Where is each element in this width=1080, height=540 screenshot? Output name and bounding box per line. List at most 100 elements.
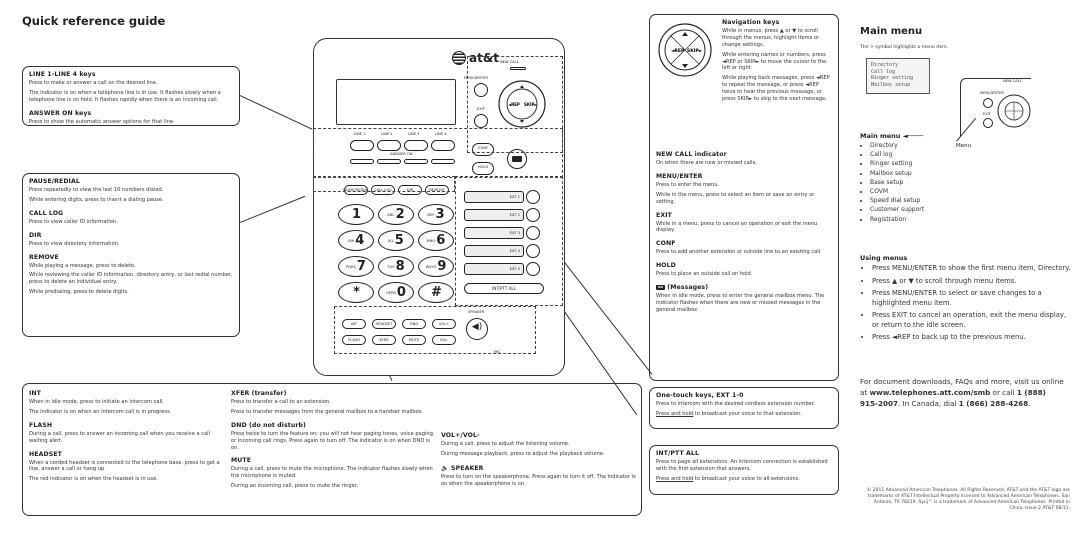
svg-text:◄REP: ◄REP: [671, 48, 685, 54]
hold-heading: HOLD: [656, 262, 676, 270]
int-ptt-label: INT/PTT ALL: [492, 286, 516, 291]
ext-1-button[interactable]: [526, 190, 540, 204]
ext-5-label-strip: EXT 5: [464, 263, 524, 275]
main-menu-item: Ringer setting: [870, 160, 1040, 167]
flash-heading: FLASH: [29, 421, 53, 429]
line-keys-text: Press to make or answer a call on the de…: [29, 80, 158, 86]
keypad-letters: ABC: [387, 212, 395, 217]
new-call-label: NEW CALL: [500, 60, 519, 64]
ext-4-button[interactable]: [526, 244, 540, 258]
answer-on-button[interactable]: [404, 159, 428, 164]
remove-button[interactable]: REMOVE: [425, 185, 449, 195]
answer-on-heading: ANSWER ON keys: [29, 109, 92, 117]
pause-redial-label: PAUSE/REDIAL: [343, 188, 369, 192]
menu-lcd-line: Mailbox setup: [871, 81, 911, 88]
int-ptt-heading: INT/PTT ALL: [656, 450, 700, 457]
hold-label: HOLD: [477, 165, 489, 169]
ext-2-label: EXT 2: [509, 213, 520, 217]
speaker-icon: ◀): [471, 322, 483, 332]
flash-text: During a call, press to answer an incomi…: [29, 430, 210, 444]
call-log-button[interactable]: CALL LOG: [371, 185, 395, 195]
main-menu-item: Directory: [870, 142, 1040, 149]
headset-text: When a corded headset is connected to th…: [29, 459, 220, 473]
volume-heading: VOL+/VOL-: [441, 432, 480, 439]
hold-button[interactable]: HOLD: [472, 162, 494, 175]
keypad-digit: 0: [396, 285, 406, 300]
ext-5-button[interactable]: [526, 262, 540, 276]
mini-menu-enter-label: MENU/ENTER: [980, 91, 1004, 95]
mute-button[interactable]: MUTE: [402, 335, 426, 345]
att-globe-icon: [452, 51, 466, 65]
dir-heading: DIR: [29, 231, 42, 239]
att-logo: at&t: [452, 51, 499, 65]
mini-exit-label: EXIT: [983, 112, 991, 116]
keypad-key-1[interactable]: 1: [338, 204, 374, 225]
keypad-letters: MNO: [426, 238, 436, 243]
int-text: When in idle mode, press to initiate an …: [29, 399, 164, 405]
headset-button[interactable]: HEADSET: [372, 319, 396, 329]
keypad-digit: 4: [355, 233, 365, 248]
headset-text: The red indicator is on when the headset…: [29, 476, 158, 483]
int-button[interactable]: INT: [342, 319, 366, 329]
main-menu-item: Call log: [870, 151, 1040, 158]
dnd-button[interactable]: DND: [402, 319, 426, 329]
pause-redial-text: While entering digits, press to insert a…: [29, 196, 164, 203]
messages-text: When in idle mode, press to enter the ge…: [656, 293, 825, 313]
mute-heading: MUTE: [231, 457, 252, 465]
line-2-button[interactable]: [377, 140, 401, 151]
remove-text: While playing a message, press to delete…: [29, 262, 136, 269]
answer-on-button[interactable]: [350, 159, 374, 164]
answer-on-button[interactable]: [431, 159, 455, 164]
exit-button[interactable]: [474, 114, 488, 128]
vol-up-button[interactable]: VOL+: [432, 319, 456, 329]
xfer-button[interactable]: XFER: [372, 335, 396, 345]
svg-text:SKIP►: SKIP►: [524, 102, 538, 107]
dir-button[interactable]: DIR: [398, 185, 422, 195]
int-ptt-text-tail: to broadcast your voice to all extension…: [693, 475, 801, 482]
line-3-button[interactable]: [404, 140, 428, 151]
one-touch-box: One-touch keys, EXT 1-0 Press to interco…: [649, 387, 839, 429]
int-ptt-button[interactable]: INT/PTT ALL: [464, 283, 544, 294]
pause-redial-button[interactable]: PAUSE/REDIAL: [343, 185, 369, 195]
ext-3-button[interactable]: [526, 226, 540, 240]
line-4-button[interactable]: [431, 140, 455, 151]
line-1-button[interactable]: [350, 140, 374, 151]
mute-text: During an incoming call, press to mute t…: [231, 483, 358, 490]
keypad-key-star[interactable]: *: [338, 282, 374, 303]
speaker-button[interactable]: ◀): [466, 318, 488, 340]
answer-on-button[interactable]: [377, 159, 401, 164]
one-touch-text-tail: to broadcast your voice to that extensio…: [693, 410, 802, 417]
remove-heading: REMOVE: [29, 253, 59, 261]
nav-keys-text: While playing back messages, press ◄REP …: [722, 75, 830, 102]
ext-1-label: EXT 1: [509, 195, 520, 199]
int-heading: INT: [29, 390, 42, 397]
keypad-key-pound[interactable]: #: [418, 282, 454, 303]
connector-line: [240, 195, 306, 223]
menu-lcd: Directory Call log Ringer setting Mailbo…: [866, 58, 930, 94]
flash-button[interactable]: FLASH: [342, 335, 366, 345]
using-menus-title: Using menus: [860, 254, 908, 262]
nav-keys-text: While entering names or numbers, press ◄…: [722, 51, 827, 72]
nav-wheel[interactable]: ◄REP SKIP►: [497, 79, 547, 129]
main-menu-item: Base setup: [870, 179, 1040, 186]
callout-region: [334, 306, 536, 354]
mini-new-call-label: NEW CALL: [1003, 79, 1022, 83]
keypad-letters: PQRS: [346, 264, 356, 269]
support-url-link[interactable]: www.telephones.att.com/smb: [869, 387, 991, 397]
menu-enter-button[interactable]: [474, 83, 488, 97]
messages-button[interactable]: [507, 149, 527, 169]
dnd-text: Press twice to turn the feature on; you …: [231, 430, 435, 451]
using-menus-tip: Press MENU/ENTER to select or save chang…: [872, 289, 1072, 308]
ext-2-button[interactable]: [526, 208, 540, 222]
vol-down-button[interactable]: VOL-: [432, 335, 456, 345]
remove-label: REMOVE: [429, 188, 445, 192]
